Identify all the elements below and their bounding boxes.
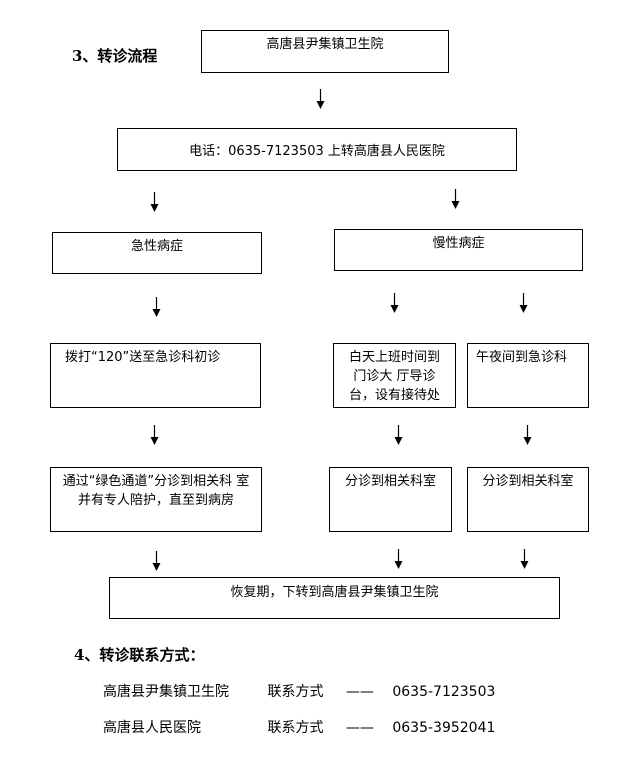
box-phone-transfer: 电话：0635-7123503 上转高唐县人民医院 xyxy=(117,128,517,171)
box-chronic-night-step2: 分诊到相关科室 xyxy=(467,467,589,532)
contact-dash: —— xyxy=(345,684,374,700)
arrow-down-icon xyxy=(150,425,159,445)
box-chronic-day: 白天上班时间到门诊大 厅导诊台，设有接待处 xyxy=(333,343,456,408)
arrow-down-icon xyxy=(152,551,161,571)
box-chronic-night: 午夜间到急诊科 xyxy=(467,343,589,408)
section-4-title: 4、转诊联系方式： xyxy=(74,646,205,664)
contact-row: 高唐县人民医院 联系方式 —— 0635-3952041 xyxy=(103,717,495,737)
contact-row: 高唐县尹集镇卫生院 联系方式 —— 0635-7123503 xyxy=(103,681,495,701)
arrow-down-icon xyxy=(150,192,159,212)
contact-name: 高唐县尹集镇卫生院 xyxy=(103,684,229,700)
box-chronic-day-step2: 分诊到相关科室 xyxy=(329,467,452,532)
box-acute-step1: 拨打“120”送至急诊科初诊 xyxy=(50,343,261,408)
arrow-down-icon xyxy=(451,189,460,209)
box-township-hospital: 高唐县尹集镇卫生院 xyxy=(201,30,449,73)
box-recovery: 恢复期，下转到高唐县尹集镇卫生院 xyxy=(109,577,560,619)
arrow-down-icon xyxy=(316,89,325,109)
arrow-down-icon xyxy=(394,549,403,569)
box-acute-step2: 通过“绿色通道”分诊到相关科 室并有专人陪护，直至到病房 xyxy=(50,467,262,532)
contact-label: 联系方式 xyxy=(267,684,324,700)
arrow-down-icon xyxy=(520,549,529,569)
contact-phone: 0635-7123503 xyxy=(392,684,496,700)
section-3-title: 3、转诊流程 xyxy=(72,47,158,65)
contact-phone: 0635-3952041 xyxy=(392,720,496,736)
contact-dash: —— xyxy=(345,720,374,736)
contact-name: 高唐县人民医院 xyxy=(103,720,201,736)
arrow-down-icon xyxy=(152,297,161,317)
arrow-down-icon xyxy=(394,425,403,445)
arrow-down-icon xyxy=(390,293,399,313)
box-chronic: 慢性病症 xyxy=(334,229,583,271)
arrow-down-icon xyxy=(523,425,532,445)
contact-label: 联系方式 xyxy=(267,720,324,736)
arrow-down-icon xyxy=(519,293,528,313)
box-acute: 急性病症 xyxy=(52,232,262,274)
